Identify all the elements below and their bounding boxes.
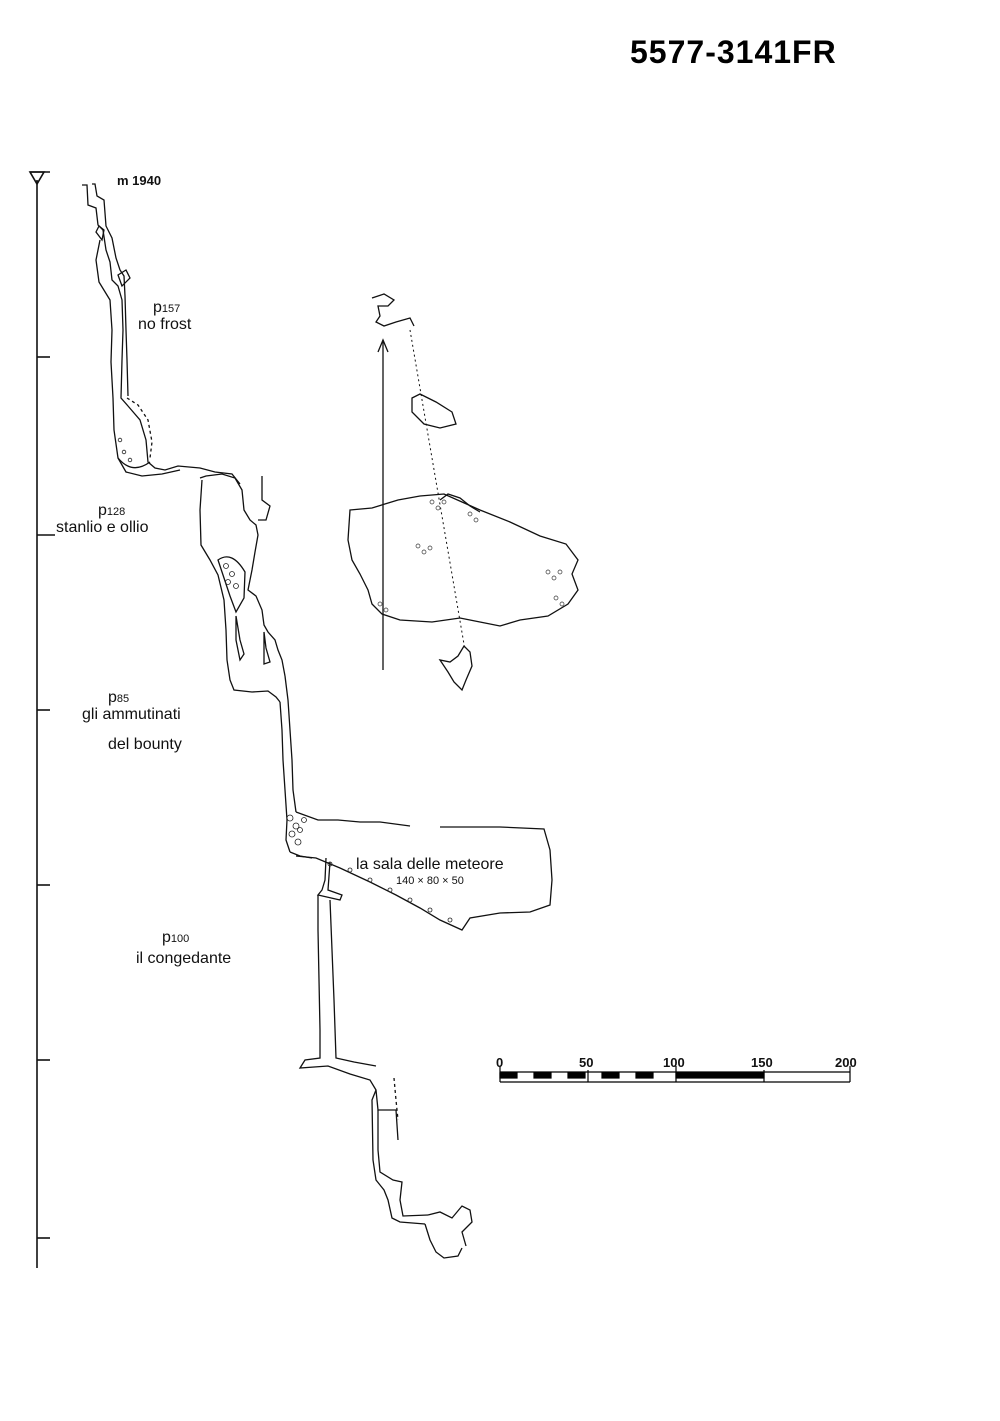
north-arrow-head <box>377 338 389 353</box>
scale-label-200: 200 <box>835 1055 857 1070</box>
cave-profile <box>82 183 553 1259</box>
scale-bar <box>499 1066 851 1083</box>
pitch-name-3-line1: gli ammutinati <box>82 706 181 723</box>
scale-label-0: 0 <box>496 1055 504 1070</box>
breakdown-texture <box>117 437 453 923</box>
scale-label-50: 50 <box>579 1055 594 1070</box>
pitch-depth: 85 <box>116 693 130 705</box>
plan-texture <box>377 499 565 613</box>
chamber-dimensions: 140 × 80 × 50 <box>396 875 464 887</box>
pitch-name-2: stanlio e ollio <box>56 519 149 536</box>
pitch-label-3: p85 <box>108 690 129 706</box>
plan-view <box>347 293 579 692</box>
pitch-label-4: p100 <box>162 930 189 946</box>
pitch-prefix: p <box>98 502 107 519</box>
plan-main-chamber <box>347 493 579 627</box>
pitch-label-1: p157 <box>153 300 180 316</box>
plan-entrance <box>371 293 415 327</box>
scale-label-100: 100 <box>663 1055 685 1070</box>
depth-axis <box>28 171 55 1268</box>
plan-upper-chamber <box>411 393 457 429</box>
survey-code: 5577-3141FR <box>630 34 837 70</box>
pitch-prefix: p <box>108 689 117 706</box>
pitch-prefix: p <box>153 299 162 316</box>
entrance-elevation: m 1940 <box>117 173 162 188</box>
plan-lower-end <box>438 644 473 692</box>
pitch-depth: 128 <box>106 506 126 518</box>
pitch-depth: 157 <box>161 303 181 315</box>
pitch-name-3-line2: del bounty <box>108 736 182 753</box>
pitch-label-2: p128 <box>98 503 125 519</box>
pitch-depth: 100 <box>170 933 190 945</box>
pitch-name-4: il congedante <box>136 950 232 967</box>
chamber-name: la sala delle meteore <box>356 856 504 873</box>
scale-label-150: 150 <box>751 1055 773 1070</box>
pitch-prefix: p <box>162 929 171 946</box>
pitch-name-1: no frost <box>138 316 192 333</box>
